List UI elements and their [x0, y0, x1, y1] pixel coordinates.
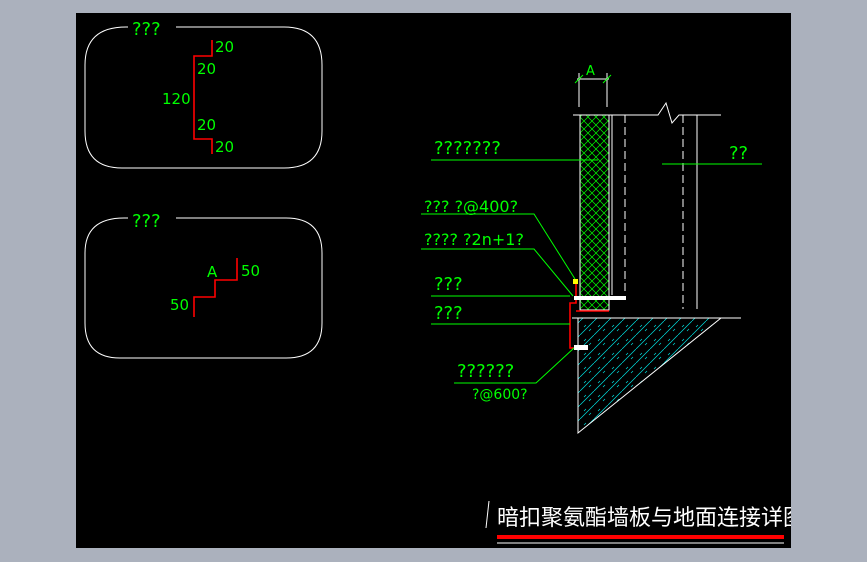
dim-a-marker: A	[574, 64, 612, 107]
profile-joint-line	[193, 258, 238, 317]
label-bolt-spec: ???? ?2n+1?	[424, 230, 524, 249]
drawing-canvas[interactable]: ??? 20 20 120 20 20 ??? A 50 50	[76, 13, 791, 548]
label-anchor-spacing: ?@600?	[472, 387, 528, 403]
dim-50-right: 50	[241, 262, 260, 280]
break-line	[573, 101, 721, 125]
title-divider	[485, 500, 490, 529]
label-right-note: ??	[729, 143, 748, 164]
ground-hatch	[577, 317, 723, 435]
title-underline	[497, 535, 784, 539]
angle-profile	[569, 281, 577, 349]
anchor-bolt	[574, 345, 588, 350]
detail-drawing: ??? 20 20 120 20 20 ??? A 50 50	[84, 19, 791, 544]
panel-top: ??? 20 20 120 20 20	[84, 19, 323, 169]
panel-top-heading: ???	[132, 19, 161, 40]
profile-stepped-line	[193, 40, 213, 154]
label-anchor: ??????	[457, 361, 514, 382]
label-layer-1: ???	[434, 274, 463, 295]
dim-20-top: 20	[215, 38, 234, 56]
panel-bottom-outline	[84, 217, 323, 359]
bolt-marker	[573, 279, 578, 284]
panel-bottom-heading-gap	[128, 211, 176, 225]
dim-a-label: A	[586, 64, 595, 79]
dim-50-left: 50	[170, 296, 189, 314]
section-detail: A	[421, 64, 762, 435]
dim-20-bottom: 20	[215, 138, 234, 156]
leader-anchor	[454, 347, 575, 384]
drawing-title: 暗扣聚氨酯墙板与地面连接详图	[497, 506, 791, 531]
panel-top-heading-gap	[128, 21, 176, 35]
label-bolt-top: ??? ?@400?	[424, 197, 518, 216]
dim-20-upper: 20	[197, 60, 216, 78]
dim-20-lower: 20	[197, 116, 216, 134]
bolt-horizontal	[574, 296, 626, 300]
leader-bolt-top	[421, 213, 576, 280]
panel-top-outline	[84, 26, 323, 169]
label-layer-2: ???	[434, 303, 463, 324]
panel-bottom-label-a: A	[207, 263, 218, 281]
panel-bottom: ??? A 50 50	[84, 211, 323, 359]
insulation-panel	[579, 114, 610, 311]
label-wall-panel: ???????	[434, 138, 501, 159]
title-block: 暗扣聚氨酯墙板与地面连接详图	[485, 500, 791, 544]
panel-bottom-heading: ???	[132, 211, 161, 232]
dim-120: 120	[162, 90, 191, 108]
leader-bolt-spec	[421, 248, 574, 297]
